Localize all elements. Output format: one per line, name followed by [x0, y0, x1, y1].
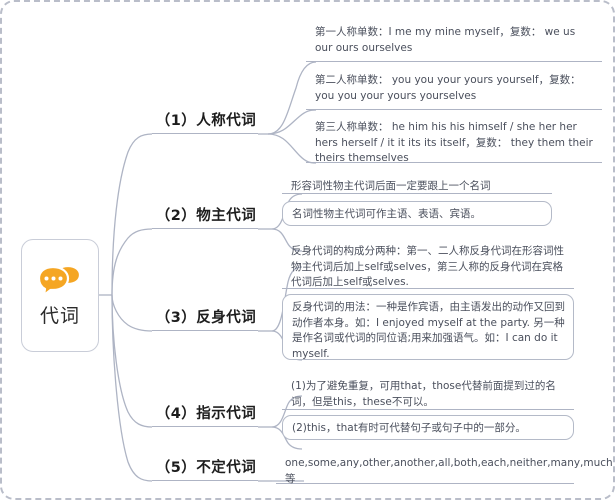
- leaf-box[interactable]: (1)为了避免重复，可用that，those代替前面提到过的名词，但是this，…: [282, 374, 574, 410]
- leaf-box[interactable]: one,some,any,other,another,all,both,each…: [276, 451, 613, 485]
- leaf-text: (2)this，that有时可代替句子或句子中的一部分。: [292, 422, 526, 434]
- branch-label-3[interactable]: （3）反身代词: [152, 278, 258, 331]
- leaf-box[interactable]: 第二人称单数： you you your yours yourself，复数： …: [306, 68, 602, 110]
- root-label: 代词: [39, 305, 80, 327]
- leaf-text: 第二人称单数： you you your yours yourself，复数： …: [315, 74, 581, 102]
- branch-label-text: （2）物主代词: [155, 208, 257, 224]
- leaf-text: 第一人称单数：I me my mine myself，复数： we us our…: [315, 26, 576, 54]
- branch-label-text: （4）指示代词: [155, 406, 257, 422]
- leaf-box[interactable]: 名词性物主代词可作主语、表语、宾语。: [282, 201, 552, 226]
- branch-label-4[interactable]: （4）指示代词: [152, 375, 258, 427]
- branch-label-2[interactable]: （2）物主代词: [152, 176, 258, 229]
- leaf-box[interactable]: (2)this，that有时可代替句子或句子中的一部分。: [282, 415, 574, 440]
- speech-bubbles-icon: [37, 263, 82, 297]
- leaf-text: 反身代词的用法：一种是作宾语，由主语发出的动作又回到动作者本身。如：I enjo…: [292, 301, 565, 360]
- branch-label-text: （5）不定代词: [155, 460, 257, 476]
- root-node[interactable]: 代词: [21, 239, 99, 352]
- leaf-box[interactable]: 反身代词的构成分两种：第一、二人称反身代词在形容词性物主代词后加上self或se…: [282, 239, 574, 289]
- branch-label-5[interactable]: （5）不定代词: [152, 452, 258, 481]
- leaf-text: 反身代词的构成分两种：第一、二人称反身代词在形容词性物主代词后加上self或se…: [291, 245, 564, 288]
- leaf-text: 名词性物主代词可作主语、表语、宾语。: [292, 208, 481, 220]
- branch-label-1[interactable]: （1）人称代词: [152, 78, 258, 134]
- leaf-text: one,some,any,other,another,all,both,each…: [285, 457, 613, 485]
- leaf-box[interactable]: 第一人称单数：I me my mine myself，复数： we us our…: [306, 20, 602, 62]
- branch-label-text: （3）反身代词: [155, 310, 257, 326]
- leaf-text: (1)为了避免重复，可用that，those代替前面提到过的名词，但是this，…: [291, 380, 556, 408]
- leaf-text: 形容词性物主代词后面一定要跟上一个名词: [291, 180, 491, 192]
- leaf-text: 第三人称单数： he him his his himself / she her…: [315, 121, 593, 164]
- branch-label-text: （1）人称代词: [155, 113, 257, 129]
- leaf-box[interactable]: 形容词性物主代词后面一定要跟上一个名词: [282, 174, 552, 194]
- leaf-box[interactable]: 第三人称单数： he him his his himself / she her…: [306, 115, 602, 164]
- leaf-box[interactable]: 反身代词的用法：一种是作宾语，由主语发出的动作又回到动作者本身。如：I enjo…: [282, 294, 574, 360]
